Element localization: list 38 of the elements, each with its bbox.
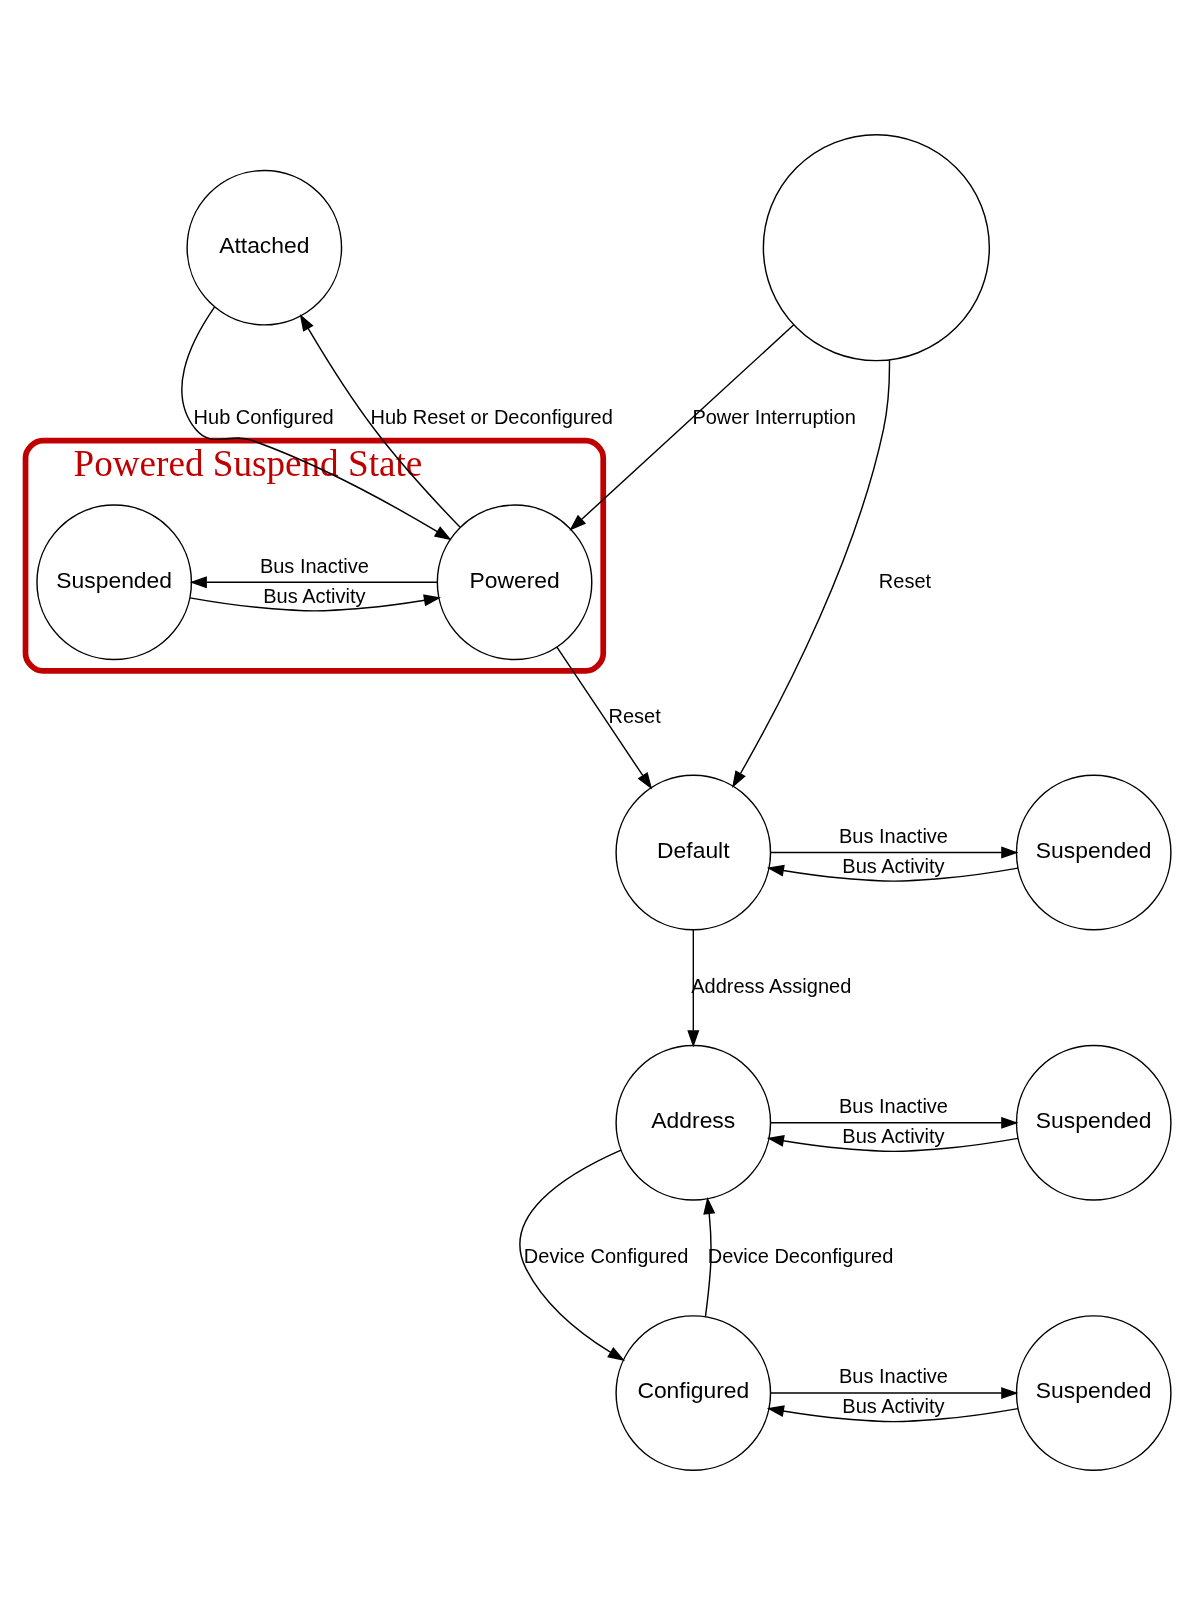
arrow bbox=[766, 1134, 1019, 1152]
arrow bbox=[569, 323, 795, 531]
node-circle: Address bbox=[615, 1044, 772, 1201]
node-circle: Suspended bbox=[1015, 1044, 1172, 1201]
arrow bbox=[770, 846, 1019, 859]
edge-label: Bus Activity bbox=[263, 584, 366, 607]
arrow bbox=[181, 305, 452, 540]
arrow bbox=[519, 1148, 625, 1361]
edge-label: Hub Configured bbox=[193, 405, 334, 428]
edge-label: Device Configured bbox=[523, 1244, 689, 1267]
edge-label: Bus Activity bbox=[842, 1124, 945, 1147]
arrow bbox=[770, 1116, 1019, 1129]
node-circle: Suspended bbox=[36, 503, 193, 660]
edge-label: Hub Reset or Deconfigured bbox=[370, 405, 613, 428]
arrow bbox=[766, 864, 1019, 882]
edge-label: Reset bbox=[608, 704, 661, 727]
edge-label: Bus Activity bbox=[842, 1394, 945, 1417]
arrow bbox=[770, 1386, 1019, 1399]
edge-label: Reset bbox=[878, 569, 932, 592]
node-circle: Suspended bbox=[1015, 1314, 1172, 1471]
arrow bbox=[687, 928, 700, 1047]
arrow bbox=[189, 575, 438, 588]
node-circle bbox=[762, 133, 991, 361]
edge-label: Bus Activity bbox=[842, 854, 945, 877]
edge-label: Bus Inactive bbox=[839, 824, 948, 847]
edge-label: Power Interruption bbox=[692, 405, 856, 428]
node-circle: Configured bbox=[615, 1314, 772, 1471]
node-circle: Default bbox=[615, 774, 772, 930]
node-circle: Powered bbox=[436, 503, 593, 660]
node-circle: Suspended bbox=[1015, 774, 1172, 930]
edge-label: Bus Inactive bbox=[259, 554, 369, 577]
edge-label: Bus Inactive bbox=[839, 1094, 948, 1117]
arrow bbox=[766, 1404, 1019, 1422]
arrow bbox=[189, 593, 442, 612]
edge-label: Bus Inactive bbox=[839, 1364, 948, 1387]
arrow bbox=[732, 358, 891, 788]
node-circle: Attached bbox=[186, 169, 343, 326]
arrow bbox=[556, 645, 653, 790]
